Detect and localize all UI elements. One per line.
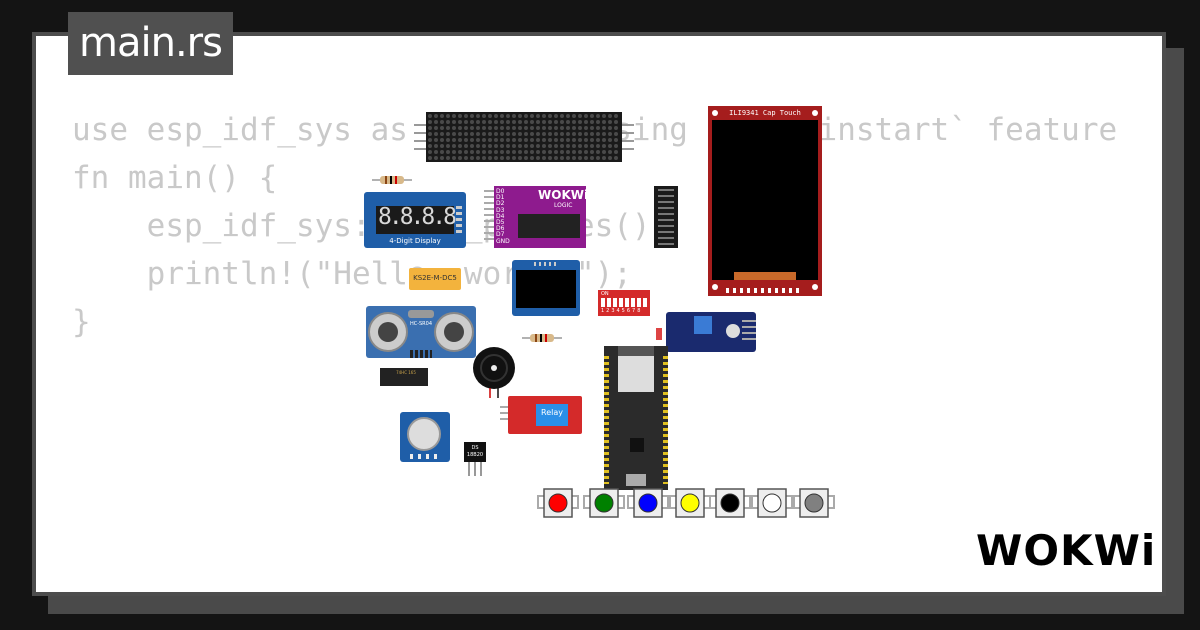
- ds18b20-label: DS 18B20: [466, 445, 484, 458]
- led-matrix: [414, 112, 634, 162]
- pushbutton[interactable]: [627, 488, 669, 518]
- relay-module: Relay: [500, 396, 582, 434]
- logic-pin-label: D2: [496, 200, 505, 208]
- dip-switch: ON 1 2 3 4 5 6 7 8: [598, 290, 650, 316]
- logic-pin-label: D7: [496, 231, 505, 239]
- potentiometer: [400, 412, 450, 462]
- pushbutton[interactable]: [669, 488, 711, 518]
- pin-header: [654, 186, 678, 248]
- pushbutton[interactable]: [709, 488, 751, 518]
- logic-pin-label: D5: [496, 219, 505, 227]
- segment-pins: [456, 206, 462, 234]
- pushbutton[interactable]: [583, 488, 625, 518]
- logic-screen: [518, 214, 580, 238]
- ks2e-relay: KS2E-M-DC5: [409, 268, 461, 290]
- file-tab[interactable]: main.rs: [68, 12, 233, 75]
- segment-screen: [376, 206, 454, 234]
- sensor-module: [666, 312, 756, 352]
- small-led: [656, 328, 662, 340]
- logic-pin-label: GND: [496, 237, 510, 245]
- logic-sub: LOGIC: [554, 202, 573, 209]
- logic-brand: WOKWi: [538, 188, 589, 202]
- tft-label: ILI9341 Cap Touch: [729, 109, 801, 117]
- ic-chip: 74HC 165: [380, 368, 428, 386]
- wokwi-logo: WOKWi: [976, 526, 1157, 575]
- resistor-mid: [522, 334, 562, 342]
- tft-screen: [712, 120, 818, 280]
- logic-pin-label: D6: [496, 225, 505, 233]
- segment-label: 4-Digit Display: [389, 237, 441, 245]
- code-line: }: [72, 304, 91, 340]
- ic-label: 74HC 165: [396, 370, 416, 375]
- ds18b20-sensor: DS 18B20: [464, 442, 486, 476]
- code-line: esp_idf_sys::link_patches();: [72, 202, 1117, 250]
- logic-pin-label: D3: [496, 206, 505, 214]
- code-line: fn main() {: [72, 160, 278, 196]
- oled-display: [512, 260, 580, 316]
- ks2e-label: KS2E-M-DC5: [413, 274, 457, 282]
- tft-display: ILI9341 Cap Touch: [708, 106, 822, 296]
- dip-label: ON: [601, 291, 609, 297]
- pushbutton-row: [537, 488, 835, 518]
- pushbutton[interactable]: [751, 488, 793, 518]
- esp32-board: [604, 346, 668, 490]
- logic-pins: [484, 190, 494, 244]
- buzzer: [473, 347, 515, 398]
- ultrasonic-label: HC-SR04: [409, 321, 433, 327]
- resistor-top: [372, 176, 412, 184]
- logic-pin-label: D1: [496, 194, 505, 202]
- relay-label: Relay: [541, 408, 563, 417]
- code-line: println!("Hello, world!");: [72, 256, 632, 292]
- segment-digits: 8.8.8.8: [378, 204, 457, 230]
- logic-pin-label: D0: [496, 188, 505, 195]
- segment-display: 8.8.8.8 4-Digit Display: [364, 192, 466, 248]
- logic-pin-label: D4: [496, 212, 505, 220]
- ultrasonic-sensor: HC-SR04: [366, 306, 476, 358]
- pushbutton[interactable]: [537, 488, 579, 518]
- dip-numbers: 1 2 3 4 5 6 7 8: [601, 308, 641, 314]
- pushbutton[interactable]: [793, 488, 835, 518]
